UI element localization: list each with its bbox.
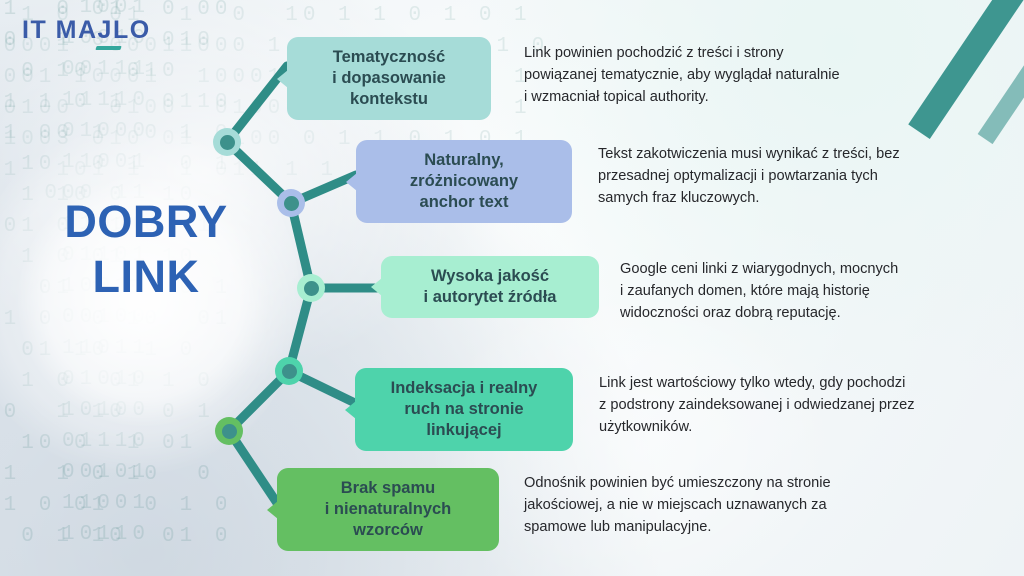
node-core-5	[221, 423, 237, 439]
node-core-3	[303, 280, 319, 296]
node-marker-5[interactable]	[215, 417, 243, 445]
label-box-text-5: Brak spamu i nienaturalnych wzorców	[324, 479, 452, 540]
logo-text: IT MAJLO	[22, 16, 151, 44]
logo[interactable]: IT MAJLO	[22, 16, 151, 50]
label-box-1[interactable]: Tematyczność i dopasowanie kontekstu	[277, 37, 491, 121]
title-glow-inner	[18, 176, 268, 426]
label-box-5[interactable]: Brak spamu i nienaturalnych wzorców	[267, 468, 499, 552]
logo-accent-icon	[95, 46, 122, 50]
node-core-4	[281, 363, 297, 379]
page-title-line-2: LINK	[92, 250, 200, 302]
page-title-line-1: DOBRY	[64, 196, 228, 247]
node-marker-2[interactable]	[277, 189, 305, 217]
label-box-text-3: Wysoka jakość i autorytet źródła	[423, 267, 557, 307]
label-box-3[interactable]: Wysoka jakość i autorytet źródła	[371, 256, 599, 319]
description-text-3: Google ceni linki z wiarygodnych, mocnyc…	[620, 261, 899, 322]
page-title: DOBRY LINK	[30, 195, 262, 305]
node-marker-1[interactable]	[213, 128, 241, 156]
label-box-text-1: Tematyczność i dopasowanie kontekstu	[332, 48, 446, 109]
description-text-1: Link powinien pochodzić z treści i stron…	[524, 45, 840, 106]
label-box-4[interactable]: Indeksacja i realny ruch na stronie link…	[345, 368, 573, 452]
node-marker-3[interactable]	[297, 274, 325, 302]
label-box-tail-2	[346, 172, 357, 191]
description-text-4: Link jest wartościowy tylko wtedy, gdy p…	[599, 375, 915, 436]
description-text-2: Tekst zakotwiczenia musi wynikać z treśc…	[598, 146, 900, 207]
label-box-tail-1	[277, 69, 288, 88]
label-box-tail-3	[371, 278, 382, 297]
node-core-2	[283, 195, 299, 211]
label-box-tail-5	[267, 500, 278, 519]
node-marker-4[interactable]	[275, 357, 303, 385]
label-box-tail-4	[345, 400, 356, 419]
label-box-2[interactable]: Naturalny, zróżnicowany anchor text	[346, 140, 572, 224]
label-box-text-2: Naturalny, zróżnicowany anchor text	[409, 151, 519, 212]
label-box-text-4: Indeksacja i realny ruch na stronie link…	[390, 379, 538, 440]
description-text-5: Odnośnik powinien być umieszczony na str…	[524, 475, 831, 536]
node-core-1	[219, 134, 235, 150]
